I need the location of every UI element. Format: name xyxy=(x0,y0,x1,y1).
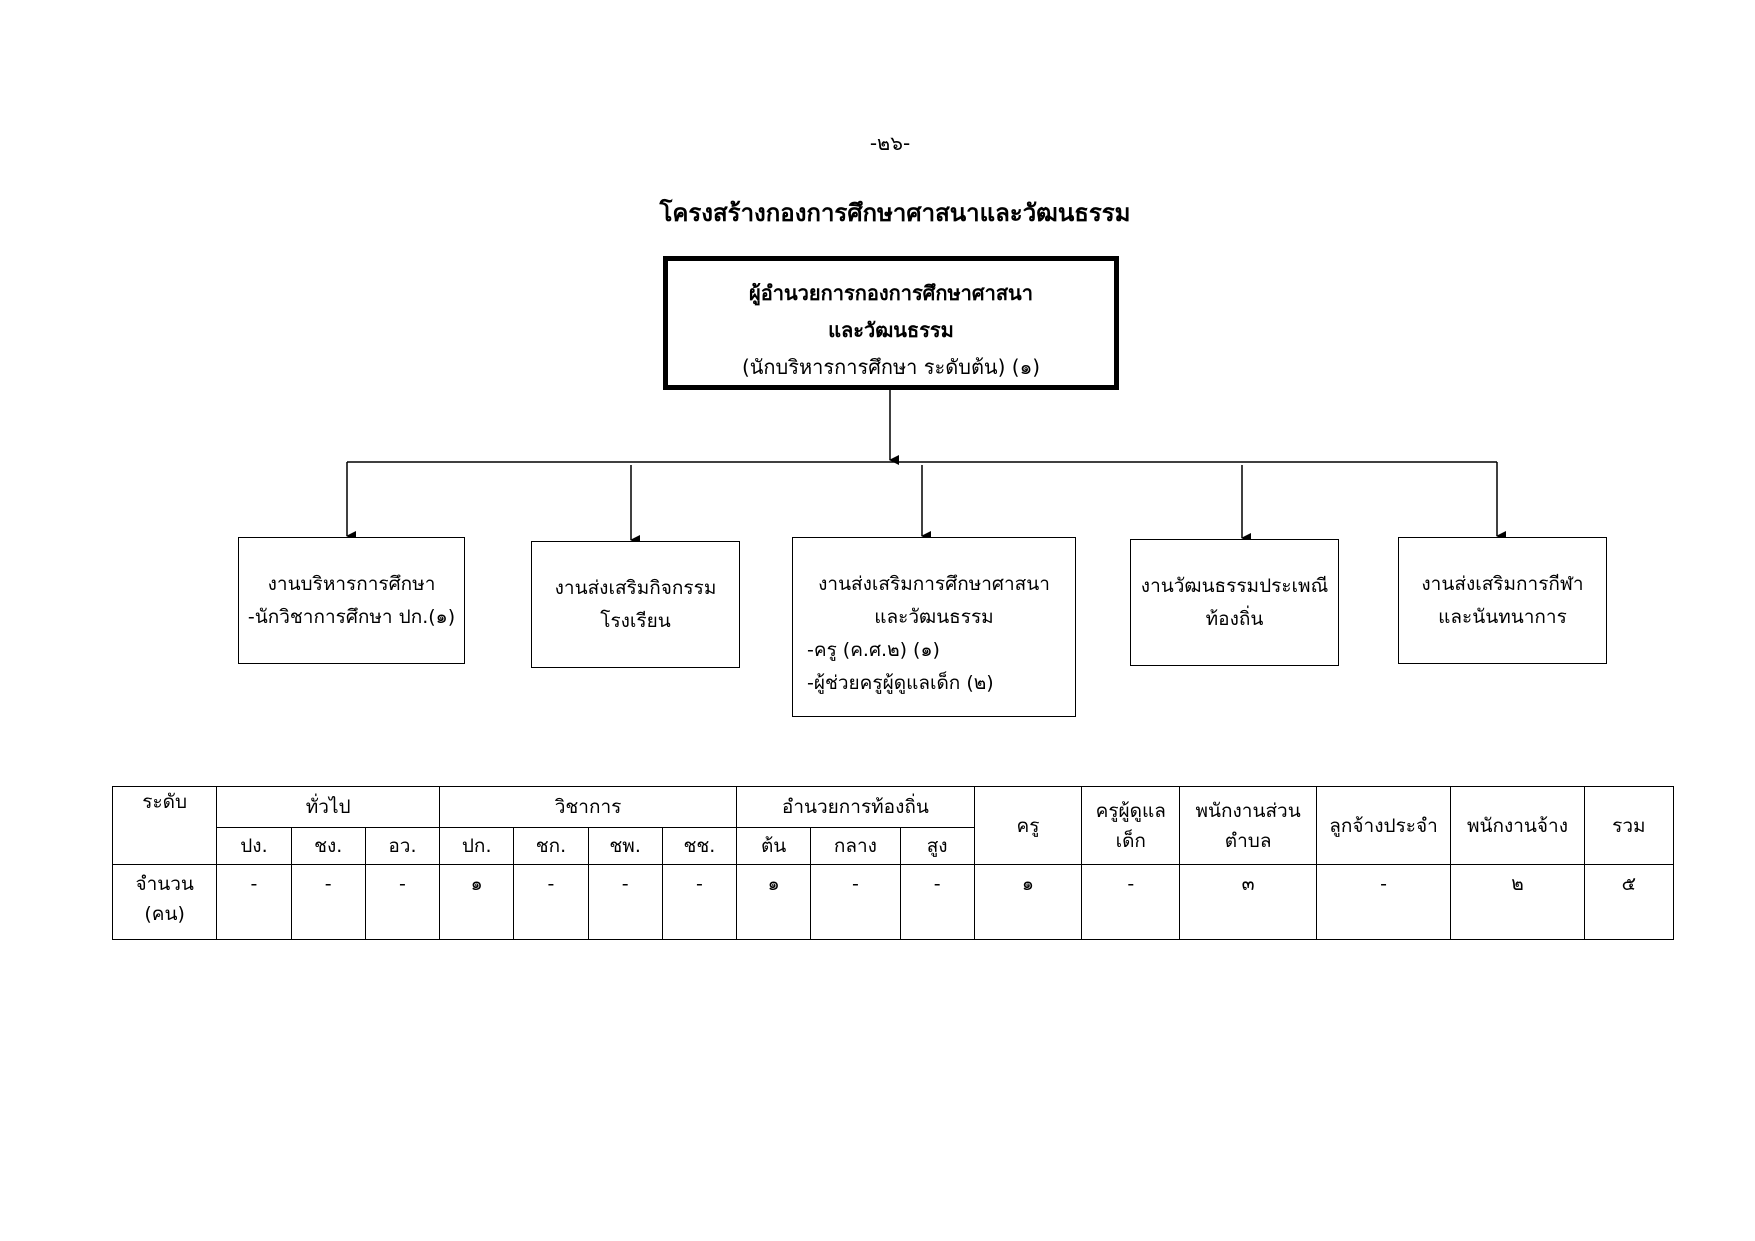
count-cell: ๑ xyxy=(735,864,812,940)
subheader-cell: กลาง xyxy=(810,827,901,865)
count-cell: ๒ xyxy=(1450,864,1585,940)
director-title-line1: ผู้อำนวยการกองการศึกษาศาสนา xyxy=(749,281,1033,305)
count-cell: - xyxy=(899,864,975,940)
teacher-header: ครู xyxy=(973,786,1083,865)
unit-name-line1: งานส่งเสริมการกีฬา xyxy=(1421,573,1584,595)
count-cell: ๑ xyxy=(439,864,515,940)
subheader-cell: สูง xyxy=(899,827,975,865)
unit-box-sports-recreation: งานส่งเสริมการกีฬา และนันทนาการ xyxy=(1398,537,1607,664)
count-label-line: จำนวน xyxy=(135,873,194,895)
count-cell: - xyxy=(1081,864,1181,940)
subheader-cell: ชช. xyxy=(661,827,738,865)
count-cell: ๓ xyxy=(1179,864,1317,940)
table-header-row: ระดับ ทั่วไป วิชาการ อำนวยการท้องถิ่น คร… xyxy=(111,786,1675,865)
header-line: พนักงานส่วน xyxy=(1195,799,1301,822)
director-title-line2: และวัฒนธรรม xyxy=(828,318,954,342)
subheader-cell: ปง. xyxy=(216,827,292,865)
table-subheader-row: ปง. ชง. อว. ปก. ชก. ชพ. ชช. ต้น กลาง สูง xyxy=(113,827,1674,865)
unit-name-line2: และนันทนาการ xyxy=(1438,606,1567,628)
unit-box-school-activities: งานส่งเสริมกิจกรรม โรงเรียน xyxy=(531,541,740,668)
level-header: ระดับ xyxy=(111,786,218,865)
unit-box-religion-culture-education: งานส่งเสริมการศึกษาศาสนา และวัฒนธรรม -คร… xyxy=(792,537,1076,717)
permanent-employee-header: ลูกจ้างประจำ xyxy=(1315,786,1452,865)
subheader-cell: ชพ. xyxy=(587,827,663,865)
unit-name-line1: งานส่งเสริมกิจกรรม xyxy=(554,577,717,599)
unit-name-line2: ท้องถิ่น xyxy=(1205,608,1264,630)
general-group-header: ทั่วไป xyxy=(216,786,441,828)
unit-name-line2: โรงเรียน xyxy=(600,610,671,632)
page-number: -๒๖- xyxy=(869,131,911,155)
unit-name-line2: และวัฒนธรรม xyxy=(874,606,994,628)
subheader-cell: ต้น xyxy=(735,827,812,865)
unit-staff-teacher: -ครู (ค.ศ.๒) (๑) xyxy=(807,639,940,661)
total-cell: ๕ xyxy=(1583,864,1675,940)
header-line: เด็ก xyxy=(1115,829,1146,852)
count-cell: - xyxy=(1315,864,1452,940)
unit-name: งานบริหารการศึกษา xyxy=(267,573,436,595)
academic-group-header: วิชาการ xyxy=(439,786,737,828)
contract-employee-header: พนักงานจ้าง xyxy=(1450,786,1585,865)
header-line: ครูผู้ดูแล xyxy=(1095,799,1166,822)
total-header: รวม xyxy=(1583,786,1675,865)
unit-name-line1: งานส่งเสริมการศึกษาศาสนา xyxy=(818,573,1050,595)
subheader-cell: อว. xyxy=(364,827,441,865)
header-line: ตำบล xyxy=(1224,829,1272,852)
count-cell: - xyxy=(364,864,441,940)
count-cell: - xyxy=(216,864,292,940)
unit-box-local-tradition: งานวัฒนธรรมประเพณี ท้องถิ่น xyxy=(1130,539,1339,666)
unit-name-line1: งานวัฒนธรรมประเพณี xyxy=(1140,575,1329,597)
count-cell: - xyxy=(587,864,663,940)
childcare-teacher-header: ครูผู้ดูแล เด็ก xyxy=(1081,786,1181,865)
count-cell: - xyxy=(661,864,738,940)
count-cell: - xyxy=(513,864,589,940)
unit-staff: -นักวิชาการศึกษา ปก.(๑) xyxy=(247,606,456,628)
subheader-cell: ชง. xyxy=(290,827,366,865)
count-cell: ๑ xyxy=(973,864,1083,940)
count-cell: - xyxy=(290,864,366,940)
staff-count-table: ระดับ ทั่วไป วิชาการ อำนวยการท้องถิ่น คร… xyxy=(111,786,1675,940)
director-position-line: (นักบริหารการศึกษา ระดับต้น) (๑) xyxy=(741,355,1041,379)
subheader-cell: ชก. xyxy=(513,827,589,865)
count-cell: - xyxy=(810,864,901,940)
page-title: โครงสร้างกองการศึกษาศาสนาและวัฒนธรรม xyxy=(659,199,1131,227)
unit-box-education-admin: งานบริหารการศึกษา -นักวิชาการศึกษา ปก.(๑… xyxy=(238,537,465,664)
unit-staff-assistant: -ผู้ช่วยครูผู้ดูแลเด็ก (๒) xyxy=(807,672,994,694)
sub-district-staff-header: พนักงานส่วน ตำบล xyxy=(1179,786,1317,865)
local-director-group-header: อำนวยการท้องถิ่น xyxy=(736,786,975,828)
count-label: จำนวน (คน) xyxy=(111,864,218,940)
table-row: จำนวน (คน) - - - ๑ - - - ๑ - - ๑ - ๓ - ๒… xyxy=(111,864,1675,940)
subheader-cell: ปก. xyxy=(439,827,515,865)
director-box: ผู้อำนวยการกองการศึกษาศาสนา และวัฒนธรรม … xyxy=(663,256,1119,390)
count-label-line: (คน) xyxy=(144,903,185,925)
